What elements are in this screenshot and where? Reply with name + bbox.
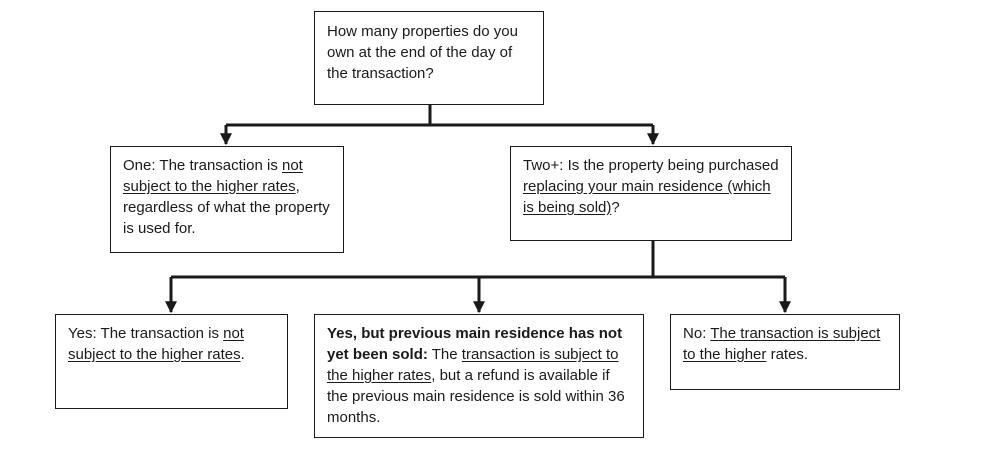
one-text-start: The transaction is <box>155 157 282 174</box>
no-text-end: rates. <box>766 346 809 363</box>
yes-lead: Yes <box>68 325 93 342</box>
root-question-box: How many properties do you own at the en… <box>314 11 544 105</box>
root-question-text: How many properties do you own at the en… <box>327 23 518 82</box>
yes-but-text-start: The <box>427 346 462 363</box>
yes-text-start: The transaction is <box>96 325 224 342</box>
two-lead: Two+ <box>523 157 560 174</box>
two-colon: : <box>559 157 564 174</box>
two-text-start: Is the property being purchased <box>563 157 779 174</box>
yes-but-text-end: , but a refund is available if the previ… <box>327 367 625 426</box>
one-property-box: One: The transaction is not subject to t… <box>110 146 344 253</box>
yes-underlined: not subject to the higher rates <box>68 325 244 363</box>
yes-text-end: . <box>240 346 245 363</box>
yes-but-underlined: transaction is subject to the higher rat… <box>327 346 619 384</box>
one-lead: One <box>123 157 152 174</box>
no-box: No: The transaction is subject to the hi… <box>670 314 900 390</box>
yes-colon: : <box>92 325 97 342</box>
two-underlined: replacing your main residence (which is … <box>523 178 771 216</box>
two-plus-box: Two+: Is the property being purchased re… <box>510 146 792 241</box>
one-text-end: , regardless of what the property is use… <box>123 178 330 237</box>
no-lead: No <box>683 325 703 342</box>
yes-but-box: Yes, but previous main residence has not… <box>314 314 644 438</box>
yes-but-lead: Yes, but previous main residence has not… <box>327 325 623 363</box>
two-text-end: ? <box>611 199 620 216</box>
yes-box: Yes: The transaction is not subject to t… <box>55 314 288 409</box>
one-colon: : <box>151 157 156 174</box>
no-colon: : <box>702 325 707 342</box>
one-underlined: not subject to the higher rates <box>123 157 303 195</box>
no-underlined: The transaction is subject to the higher <box>683 325 881 363</box>
